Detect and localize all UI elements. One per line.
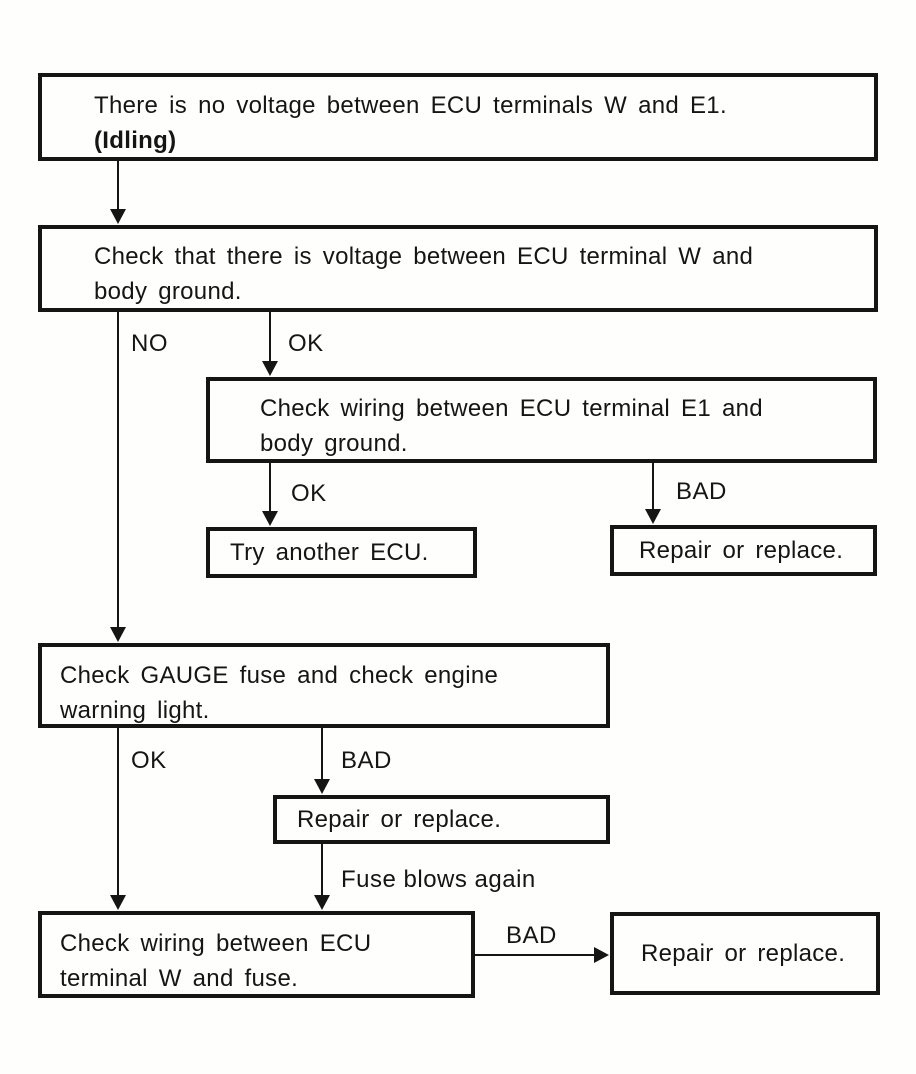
node-check-gauge-fuse: Check GAUGE fuse and check engine warnin… [38, 643, 610, 728]
edge-label-bad-1: BAD [676, 478, 727, 505]
arrow-bad-to-repair-1 [645, 462, 661, 524]
node-check-voltage-w-text: Check that there is voltage between ECU … [94, 243, 754, 270]
node-check-gauge-fuse-text2: warning light. [60, 697, 210, 724]
node-try-another-ecu-text: Try another ECU. [230, 539, 429, 566]
node-check-wiring-w-fuse: Check wiring between ECU terminal W and … [38, 911, 475, 998]
edge-label-ok-1: OK [288, 330, 324, 357]
edge-label-fuse-blows-again: Fuse blows again [341, 866, 536, 893]
edge-label-bad-2: BAD [341, 747, 392, 774]
edge-label-bad-3: BAD [506, 922, 557, 949]
arrow-ok-to-check-wiring-w [110, 727, 126, 910]
edge-label-no: NO [131, 330, 168, 357]
node-repair-or-replace-3: Repair or replace. [610, 912, 880, 995]
node-check-wiring-e1-text: Check wiring between ECU terminal E1 and [260, 395, 763, 422]
arrow-start-to-check-voltage [110, 160, 126, 224]
node-check-voltage-w-text2: body ground. [94, 278, 242, 305]
node-repair-or-replace-2-text: Repair or replace. [297, 806, 502, 833]
node-no-voltage-text: There is no voltage between ECU terminal… [94, 92, 727, 119]
edge-label-ok-2: OK [291, 480, 327, 507]
node-repair-or-replace-2: Repair or replace. [273, 795, 610, 844]
node-check-gauge-fuse-text: Check GAUGE fuse and check engine [60, 662, 499, 689]
arrow-ok-to-try-another-ecu [262, 462, 278, 526]
node-no-voltage: There is no voltage between ECU terminal… [38, 73, 878, 161]
arrow-bad-to-repair-2 [314, 727, 330, 794]
node-repair-or-replace-3-text: Repair or replace. [641, 940, 846, 967]
node-check-wiring-e1: Check wiring between ECU terminal E1 and… [206, 377, 877, 463]
node-check-wiring-w-fuse-text: Check wiring between ECU [60, 930, 372, 957]
node-repair-or-replace-1: Repair or replace. [610, 525, 877, 576]
edge-label-ok-3: OK [131, 747, 167, 774]
arrow-ok-to-check-wiring-e1 [262, 311, 278, 376]
arrow-fuse-blows-to-check-wiring-w [314, 843, 330, 910]
node-repair-or-replace-1-text: Repair or replace. [639, 537, 844, 564]
node-check-voltage-w: Check that there is voltage between ECU … [38, 225, 878, 312]
node-no-voltage-condition: (Idling) [94, 127, 177, 154]
node-try-another-ecu: Try another ECU. [206, 527, 477, 578]
node-check-wiring-w-fuse-text2: terminal W and fuse. [60, 965, 299, 992]
arrow-bad-to-repair-3 [475, 947, 609, 963]
node-check-wiring-e1-text2: body ground. [260, 430, 408, 457]
arrow-no-to-check-gauge-fuse [110, 311, 126, 642]
